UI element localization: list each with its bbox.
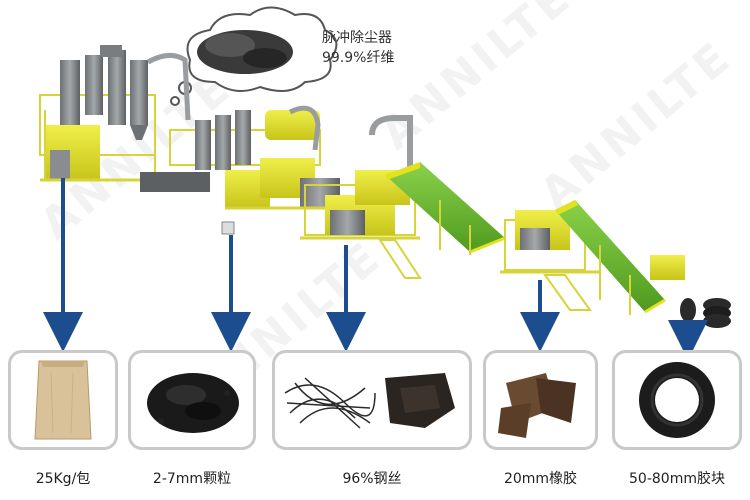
product-card-rubber-chips (483, 350, 598, 450)
granulator-section (140, 105, 340, 235)
product-card-granules (128, 350, 256, 450)
bag-image (34, 360, 92, 440)
steel-wire-image (284, 373, 455, 429)
shredder-section (500, 210, 600, 311)
tire-image (639, 362, 715, 438)
product-label-rubber-blocks: 50-80mm胶块 (629, 471, 725, 487)
fiber-label: 99.9%纤维 (322, 50, 395, 66)
dust-collector-tower (39, 45, 191, 182)
product-label-rubber-chips: 20mm橡胶 (503, 471, 578, 487)
product-card-steel-wire (272, 350, 472, 450)
product-card-bag (8, 350, 118, 450)
infeed-conveyor (555, 200, 685, 315)
granules-image (147, 373, 239, 433)
dust-cloud (170, 6, 338, 106)
product-label-steel-wire: 96%钢丝 (342, 471, 402, 487)
product-label-bag: 25Kg/包 (35, 471, 91, 487)
rubber-chips-image (498, 373, 576, 438)
product-label-granules: 2-7mm颗粒 (152, 471, 232, 487)
belt-conveyor (385, 162, 506, 255)
dust-collector-caption: 脉冲除尘器 99.9%纤维 (322, 28, 394, 68)
dust-collector-label: 脉冲除尘器 (322, 30, 392, 46)
tire-stack (680, 298, 731, 328)
product-card-rubber-blocks (612, 350, 742, 450)
